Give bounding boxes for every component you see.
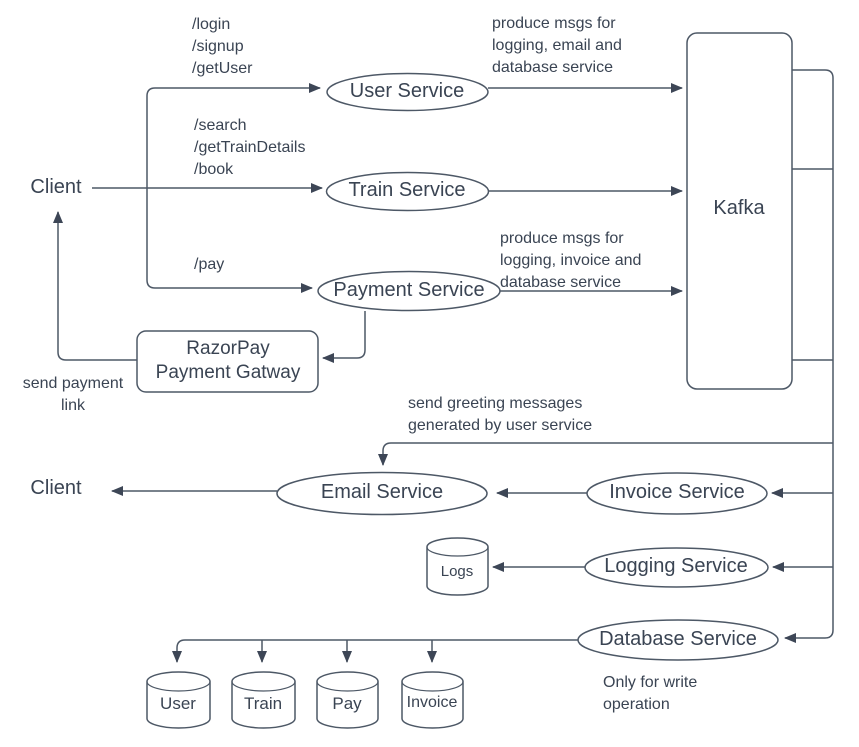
user-service-label: User Service [349, 80, 465, 102]
kafka-node [686, 32, 793, 390]
train-routes-annotation: /search /getTrainDetails /book [194, 117, 306, 178]
user-routes-annotation: /login /signup /getUser [192, 16, 253, 77]
logging-service-node [584, 547, 769, 588]
invoice-service-node [586, 472, 768, 515]
payment-service-node [317, 270, 501, 312]
produce-msgs-payment-annotation: produce msgs for logging, invoice and da… [500, 230, 642, 291]
pay-route-annotation: /pay [194, 256, 225, 273]
train-db-cylinder [231, 671, 296, 729]
train-service-label: Train Service [348, 179, 466, 201]
razorpay-to-client-arrow [53, 211, 137, 361]
razorpay-label: RazorPay Payment Gatway [155, 338, 301, 383]
client-top-label: Client [30, 176, 82, 198]
invoice-db-cylinder [401, 671, 464, 729]
kafka-label: Kafka [713, 197, 765, 219]
train-service-node [325, 171, 490, 212]
logs-db-cylinder [426, 537, 489, 596]
database-distribution-line [172, 639, 578, 663]
database-service-label: Database Service [599, 628, 757, 650]
email-service-label: Email Service [320, 481, 444, 503]
write-only-annotation: Only for write operation [603, 674, 698, 713]
invoice-service-label: Invoice Service [609, 481, 745, 503]
payment-service-label: Payment Service [333, 279, 485, 301]
train-db-label: Train [243, 694, 283, 713]
client-to-user-service-arrow [146, 83, 321, 188]
pay-db-cylinder [316, 671, 379, 729]
payment-to-razorpay-arrow [322, 311, 366, 363]
email-service-node [276, 471, 488, 516]
send-greeting-annotation: send greeting messages generated by user… [408, 395, 593, 434]
client-bottom-label: Client [30, 477, 82, 499]
user-db-label: User [160, 694, 196, 713]
invoice-db-label: Invoice [406, 694, 458, 711]
razorpay-node [136, 330, 319, 393]
produce-msgs-user-annotation: produce msgs for logging, email and data… [492, 15, 622, 76]
logs-db-label: Logs [440, 563, 474, 580]
user-service-node [326, 72, 489, 112]
logging-service-label: Logging Service [604, 555, 748, 577]
send-payment-link-annotation: send payment link [22, 375, 124, 414]
kafka-consumer-trunk-line [784, 69, 834, 643]
client-to-payment-service-arrow [146, 188, 313, 293]
kafka-to-email-service-arrow [378, 442, 833, 466]
database-service-node [577, 619, 779, 661]
pay-db-label: Pay [332, 694, 362, 713]
user-db-cylinder [146, 671, 211, 729]
